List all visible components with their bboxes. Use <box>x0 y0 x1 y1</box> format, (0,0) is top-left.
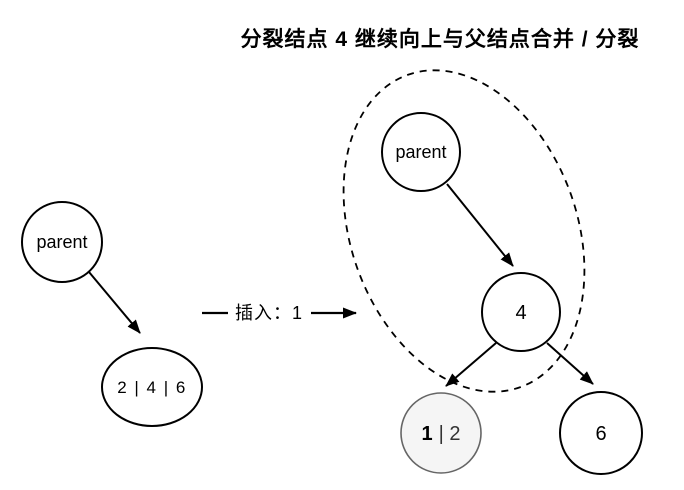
leaf-12-key-1: 1 <box>422 423 433 445</box>
edge-right-parent-to-node4 <box>446 183 514 267</box>
diagram-title: 分裂结点 4 继续向上与父结点合并 / 分裂 <box>241 27 640 51</box>
right-tree: parent 4 1 | 2 6 <box>342 69 643 475</box>
right-parent-label: parent <box>395 142 446 162</box>
left-tree: parent 2 | 4 | 6 <box>21 201 203 427</box>
left-leaf-node <box>101 347 203 427</box>
right-parent-node <box>381 112 461 192</box>
node-4 <box>481 272 561 352</box>
insert-transition: 插入：1 <box>202 303 357 323</box>
leaf-12-node <box>400 392 482 474</box>
edge-node4-to-leaf6 <box>546 342 594 385</box>
insert-label: 插入：1 <box>235 303 303 323</box>
left-leaf-label: 2 | 4 | 6 <box>117 378 187 397</box>
left-parent-node <box>21 201 103 283</box>
leaf-12-key-rest: | 2 <box>439 423 461 445</box>
edge-left-parent-to-leaf <box>88 271 141 334</box>
split-group-dashed-ellipse <box>342 69 586 393</box>
left-parent-label: parent <box>36 232 87 252</box>
node-4-label: 4 <box>515 302 526 324</box>
edge-node4-to-leaf12 <box>445 342 497 387</box>
leaf-12-label: 1 | 2 <box>422 423 461 445</box>
leaf-6-label: 6 <box>595 423 606 445</box>
leaf-6-node <box>559 391 643 475</box>
